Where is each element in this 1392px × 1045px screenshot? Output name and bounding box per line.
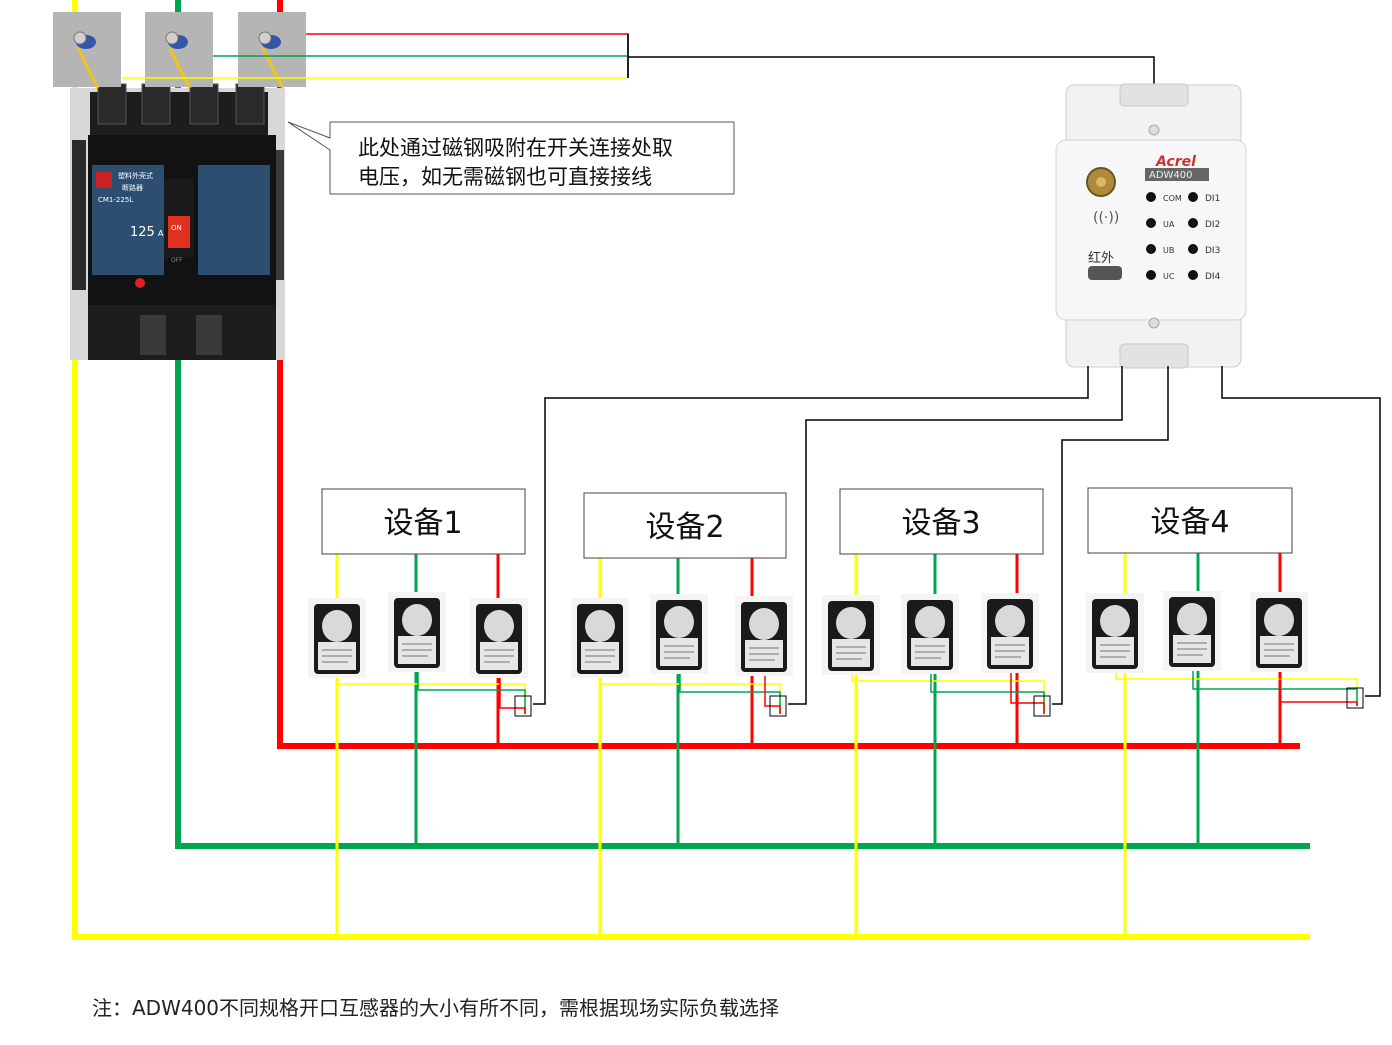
device-label-3: 设备3 xyxy=(901,506,980,541)
breaker-model: CM1-225L xyxy=(98,196,133,204)
led-com xyxy=(1146,192,1156,202)
ct-lead-1-c xyxy=(499,676,526,714)
device-label-4: 设备4 xyxy=(1150,505,1229,540)
breaker-switch-on: ON xyxy=(171,224,182,232)
ct-lead-4-c xyxy=(1279,670,1358,706)
current-transformer-2-a xyxy=(571,598,629,678)
circuit-breaker: 塑料外壳式 断路器 CM1-225L 125 A ON OFF xyxy=(70,83,285,360)
footnote: 注：ADW400不同规格开口互感器的大小有所不同，需根据现场实际负载选择 xyxy=(92,996,780,1020)
breaker-switch-off: OFF xyxy=(171,257,183,264)
meter-brand: Acrel xyxy=(1155,154,1196,170)
current-transformer-1-b xyxy=(388,592,446,672)
ct-terminal-3 xyxy=(1033,695,1051,717)
signal-icon: ((·)) xyxy=(1093,210,1119,226)
current-transformer-4-a xyxy=(1086,593,1144,673)
callout-line-1: 此处通过磁钢吸附在开关连接处取 xyxy=(358,136,673,160)
current-transformer-2-b xyxy=(650,594,708,674)
ct-lead-3-a xyxy=(851,673,1045,714)
meter-ir-label: 红外 xyxy=(1088,250,1114,266)
signal-wire-device4 xyxy=(1221,366,1381,697)
adw400-meter: ((·)) Acrel ADW400 红外 COM UA UB UC DI1 D… xyxy=(1055,83,1247,369)
ir-window xyxy=(1088,266,1122,280)
ct-lead-3-b xyxy=(930,672,1045,714)
callout: 此处通过磁钢吸附在开关连接处取 电压，如无需磁钢也可直接接线 xyxy=(287,121,735,195)
led-di2 xyxy=(1188,218,1198,228)
led-di1 xyxy=(1188,192,1198,202)
ct-terminal-1 xyxy=(514,695,532,717)
ct-terminal-4 xyxy=(1346,687,1364,709)
breaker-rating: 125 xyxy=(130,225,155,240)
led-ua xyxy=(1146,218,1156,228)
breaker-brand-line-1: 塑料外壳式 xyxy=(118,171,153,180)
led-di4 xyxy=(1188,270,1198,280)
signal-wire-device3 xyxy=(1052,366,1169,705)
ct-lead-3-c xyxy=(1010,671,1045,714)
device-box-4: 设备4 xyxy=(1087,487,1293,554)
callout-line-2: 电压，如无需磁钢也可直接接线 xyxy=(358,165,652,189)
breaker-brand-line-2: 断路器 xyxy=(122,183,143,192)
magnetic-clip-b xyxy=(145,12,213,89)
led-ub xyxy=(1146,244,1156,254)
ct-lead-2-c xyxy=(764,674,781,714)
led-label-com: COM xyxy=(1163,194,1182,203)
ct-lead-2-b xyxy=(679,672,781,714)
led-di3 xyxy=(1188,244,1198,254)
meter-model: ADW400 xyxy=(1149,170,1193,181)
signal-wire-device1 xyxy=(533,366,1089,705)
ct-terminal-2 xyxy=(769,695,787,717)
device-label-1: 设备1 xyxy=(383,506,462,541)
voltage-wire-to-meter xyxy=(628,56,1155,84)
signal-wire-device2 xyxy=(788,366,1123,705)
magnetic-clip-c xyxy=(238,12,306,89)
ct-lead-4-b xyxy=(1192,669,1358,706)
breaker-rating-unit: A xyxy=(158,229,164,238)
current-transformer-1-c xyxy=(470,598,528,678)
current-transformer-2-c xyxy=(735,596,793,676)
led-label-di2: DI2 xyxy=(1205,220,1220,230)
led-label-uc: UC xyxy=(1163,272,1175,281)
device-label-2: 设备2 xyxy=(645,510,724,545)
led-label-ub: UB xyxy=(1163,246,1174,255)
led-label-di3: DI3 xyxy=(1205,246,1220,256)
current-transformer-3-c xyxy=(981,593,1039,673)
current-transformer-4-b xyxy=(1163,591,1221,671)
current-transformer-3-a xyxy=(822,595,880,675)
led-uc xyxy=(1146,270,1156,280)
current-transformer-3-b xyxy=(901,594,959,674)
device-box-1: 设备1 xyxy=(321,488,526,555)
device-box-2: 设备2 xyxy=(583,492,787,559)
current-transformer-1-a xyxy=(308,598,366,678)
magnetic-clip-a xyxy=(53,12,121,89)
led-label-di1: DI1 xyxy=(1205,194,1220,204)
device-box-3: 设备3 xyxy=(839,488,1044,555)
current-transformer-4-c xyxy=(1250,592,1308,672)
devices-layer xyxy=(308,553,1364,937)
led-label-di4: DI4 xyxy=(1205,272,1221,282)
led-label-ua: UA xyxy=(1163,220,1175,229)
ct-lead-1-b xyxy=(417,670,526,714)
